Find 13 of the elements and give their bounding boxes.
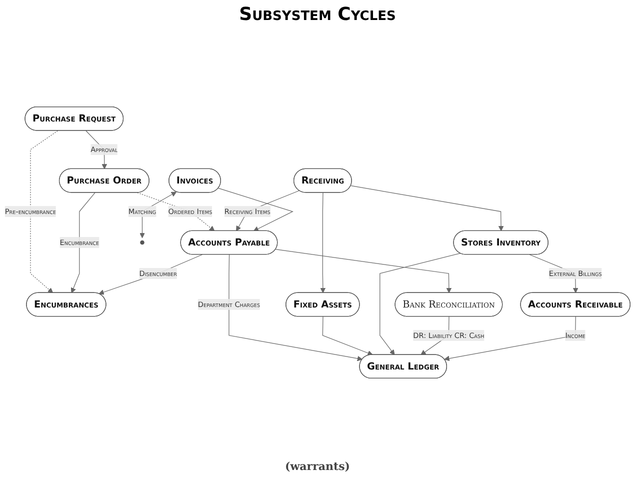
diagram-title: Subsystem Cycles [239,4,396,25]
arrow [444,316,576,362]
arrow [322,316,373,356]
arrow [350,185,504,232]
note-text: (warrants) [285,460,350,473]
arrow [320,192,326,294]
arrow [137,192,215,232]
arrow [70,192,96,294]
arrow [218,188,294,232]
arrow [98,254,202,295]
arrow [275,249,452,294]
arrow [228,254,363,362]
arrow [30,130,58,294]
